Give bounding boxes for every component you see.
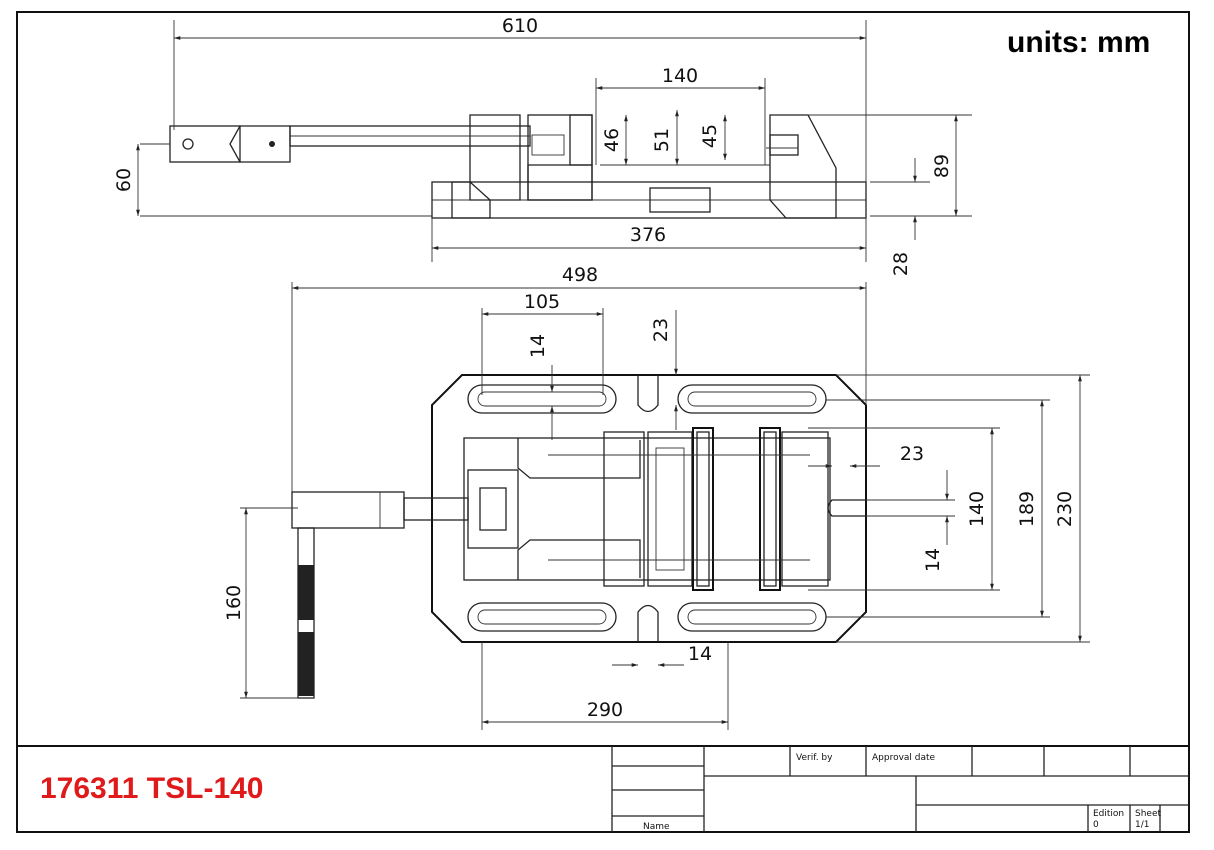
dim-45: 45: [699, 124, 721, 148]
dim-46: 46: [601, 128, 623, 152]
dim-105: 105: [524, 291, 560, 313]
edition-label: Edition: [1093, 809, 1124, 819]
side-view-dimension-lines: [136, 36, 958, 250]
dim-60: 60: [113, 168, 135, 192]
name-label: Name: [643, 822, 670, 832]
dim-610: 610: [502, 15, 538, 37]
dim-14-slot: 14: [527, 334, 549, 358]
part-number-label: 176311 TSL-140: [40, 772, 264, 805]
dim-14-right: 14: [922, 548, 944, 572]
sheet-value: 1/1: [1135, 820, 1149, 830]
sheet-label: Sheet: [1135, 809, 1161, 819]
plan-view-dimension-lines: [244, 286, 1082, 724]
dimension-labels: 610 140 46 51 45 60 89 376 28 498 105 14…: [113, 15, 1076, 721]
dim-140-top: 140: [662, 65, 698, 87]
dim-140-right: 140: [966, 491, 988, 527]
dim-23-right: 23: [900, 443, 924, 465]
title-block: Verif. by Approval date Name Edition 0 S…: [17, 745, 1189, 832]
approval-date-label: Approval date: [872, 753, 936, 763]
verif-by-label: Verif. by: [796, 753, 833, 763]
dim-230: 230: [1054, 491, 1076, 527]
dim-23-top: 23: [650, 318, 672, 342]
drawing-border: [16, 11, 1190, 833]
side-view: [140, 20, 972, 262]
dim-51: 51: [651, 128, 673, 152]
dim-189: 189: [1016, 491, 1038, 527]
dim-14-bottom: 14: [688, 643, 712, 665]
dim-89: 89: [931, 154, 953, 178]
dim-376: 376: [630, 224, 666, 246]
plan-view: [240, 282, 1090, 730]
dim-498: 498: [562, 264, 598, 286]
units-label: units: mm: [1007, 26, 1150, 59]
dim-290: 290: [587, 699, 623, 721]
dim-160: 160: [223, 585, 245, 621]
edition-value: 0: [1093, 820, 1099, 830]
dim-28: 28: [890, 252, 912, 276]
